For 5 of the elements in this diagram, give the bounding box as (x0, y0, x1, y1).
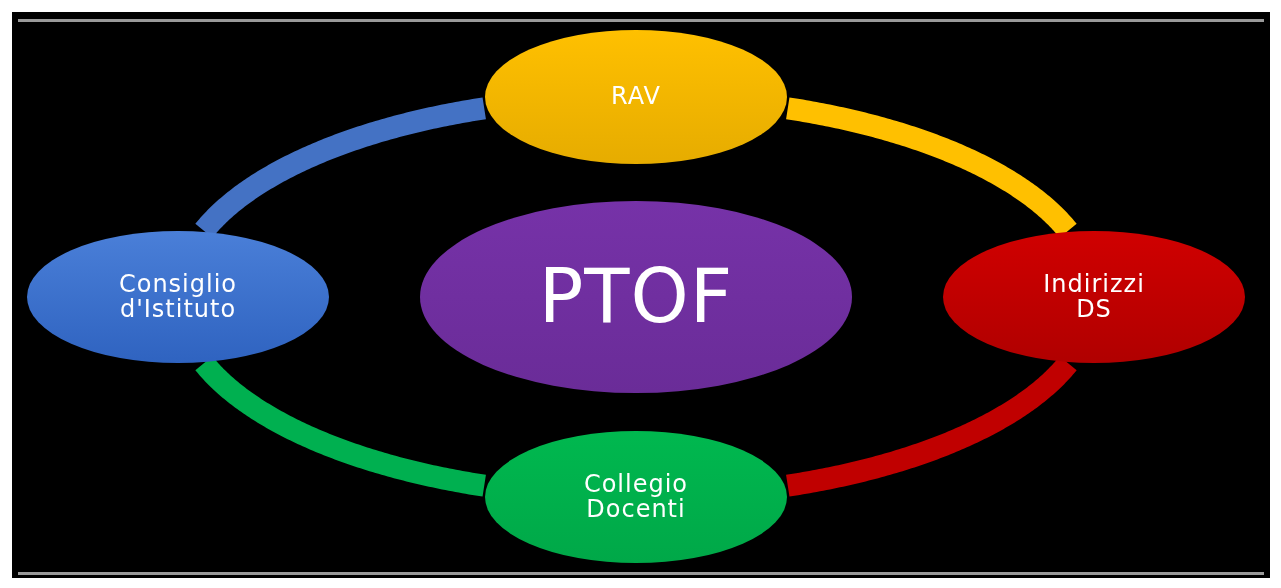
node-label: Indirizzi DS (1042, 271, 1146, 323)
node-label: PTOF (538, 258, 734, 336)
node-label: Consiglio d'Istituto (117, 271, 239, 323)
node-label: RAV (611, 84, 661, 110)
node-label: Collegio Docenti (582, 471, 690, 523)
